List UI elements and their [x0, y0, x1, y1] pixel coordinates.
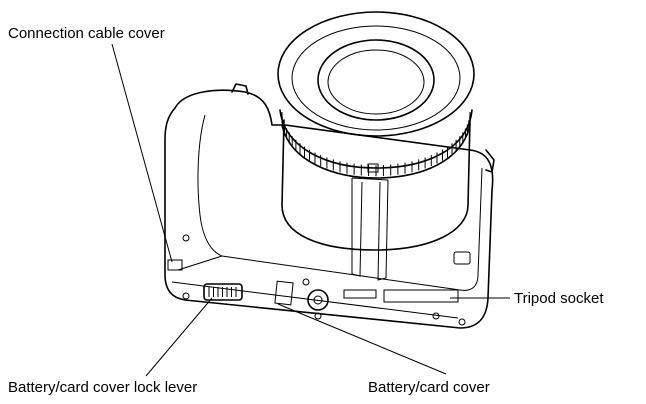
lens-barrel — [277, 11, 475, 251]
label-connection-cable-cover: Connection cable cover — [8, 25, 165, 42]
leader-lines — [111, 43, 510, 377]
label-battery-cover: Battery/card cover — [368, 379, 490, 396]
connection-cable-cover — [167, 259, 183, 271]
label-lock-lever: Battery/card cover lock lever — [8, 379, 197, 396]
lock-lever — [203, 283, 243, 301]
label-tripod-socket: Tripod socket — [514, 290, 604, 307]
camera-body — [164, 83, 495, 329]
tripod-mount-rib — [351, 177, 389, 281]
battery-compartment — [274, 251, 471, 306]
tripod-socket — [307, 289, 329, 311]
screws — [182, 234, 466, 326]
